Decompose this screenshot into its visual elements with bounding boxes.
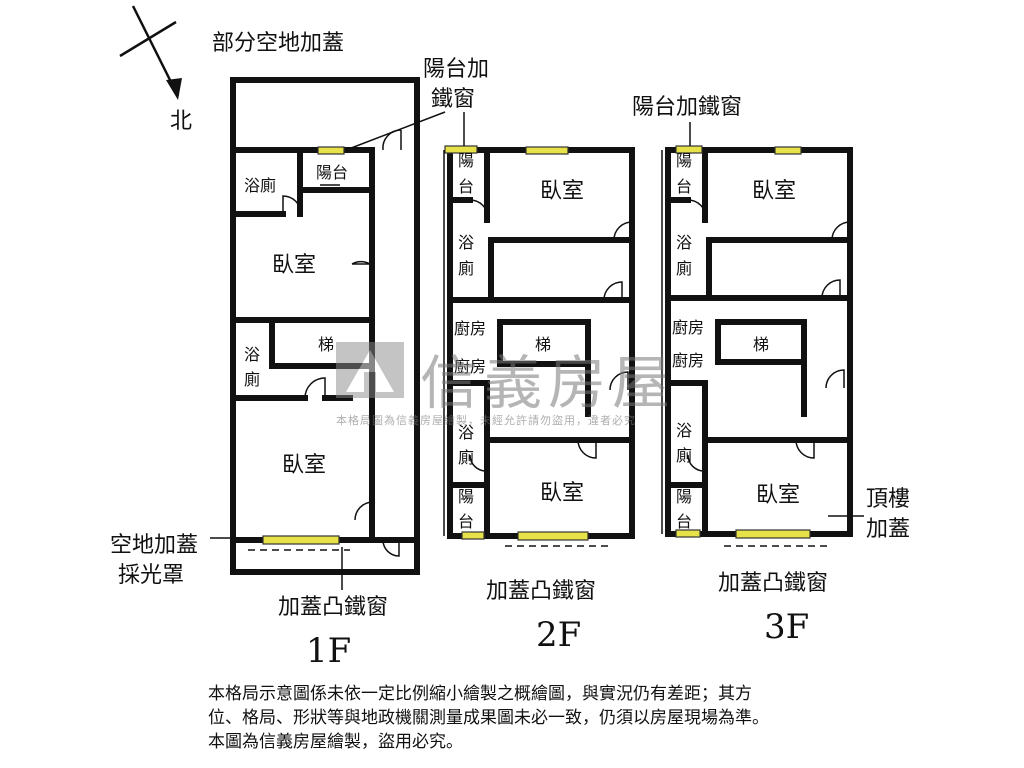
floor2-plan [443, 112, 635, 547]
watermark-notice: 本格局圖為信義房屋繪製，未經允許請勿盜用，違者必究 [336, 414, 636, 427]
floor3-room-bedroom-bottom: 臥室 [756, 483, 800, 508]
floor1-room-bedroom-bottom: 臥室 [282, 453, 326, 478]
floor3-window-balcony-bottom [675, 529, 701, 538]
floor3-room-balcony-bottom-2: 台 [676, 512, 692, 531]
floor2-room-kitchen-1: 廚房 [454, 319, 486, 338]
floor2-room-kitchen-2: 廚房 [454, 357, 486, 376]
floor1-title: 1F [306, 631, 351, 671]
floor2-room-bath-2: 廁 [458, 259, 474, 278]
floor2-window-top [525, 146, 569, 155]
floor1-room-bath-mid-2: 廁 [244, 370, 260, 389]
floor3-room-balcony-bottom-1: 陽 [676, 487, 692, 506]
floor1-window-bottom [262, 535, 340, 545]
floor1-room-stairs: 梯 [318, 335, 334, 354]
floor2-room-bedroom-bottom: 臥室 [540, 481, 584, 506]
floor3-room-bath-2: 廁 [676, 259, 692, 278]
floor1-outline [230, 77, 420, 575]
watermark-brand: 信義房屋 [420, 349, 677, 417]
floor2-room-bath-low-1: 浴 [458, 423, 474, 442]
floor3-room-bath-1: 浴 [676, 233, 692, 252]
floor3-annotation-balcony: 陽台加鐵窗 [632, 95, 742, 120]
disclaimer-line2: 位、格局、形狀等與地政機關測量成果圖未必一致，仍須以房屋現場為準。 [208, 708, 769, 728]
floor3-room-stairs: 梯 [753, 335, 769, 354]
floor3-room-bedroom-top: 臥室 [752, 179, 796, 204]
floor1-annotation-partial-addition: 部分空地加蓋 [212, 31, 344, 56]
floor2-window-balcony-top [444, 145, 478, 154]
floor2-room-balcony-top-2: 台 [458, 177, 474, 196]
floor2-room-balcony-top-1: 陽 [458, 151, 474, 170]
watermark-logo-icon [336, 342, 404, 398]
floor1-annotation-lightwell-line2: 採光罩 [118, 563, 184, 588]
floor3-window-balcony-top [675, 145, 703, 154]
floor1-annotation-balcony-line1: 陽台加 [423, 57, 489, 82]
floor3-window-bottom [735, 529, 811, 539]
floor2-outline [447, 147, 635, 539]
disclaimer: 本格局示意圖係未依一定比例縮小繪製之概繪圖，與實況仍有差距；其方 位、格局、形狀… [208, 682, 1008, 754]
floor2-room-stairs: 梯 [535, 335, 551, 354]
floor3-annotation-roof-line2: 加蓋 [866, 517, 910, 542]
floor1-room-bath-mid-1: 浴 [244, 345, 260, 364]
floor2-room-balcony-bottom-2: 台 [458, 512, 474, 531]
floor1-room-bedroom-top: 臥室 [272, 253, 316, 278]
floor1-room-bath-top: 浴廁 [244, 176, 276, 195]
floor2-room-bath-1: 浴 [458, 233, 474, 252]
floor1-room-balcony: 陽台 [316, 163, 348, 182]
floor2-room-balcony-bottom-1: 陽 [458, 487, 474, 506]
floor3-room-kitchen-2: 廚房 [672, 351, 704, 370]
north-compass-icon [119, 5, 182, 100]
floor3-room-bath-low-1: 浴 [676, 421, 692, 440]
floor1-annotation-balcony-line2: 鐵窗 [431, 87, 475, 112]
floor3-room-bath-low-2: 廁 [676, 446, 692, 465]
floor1-annotation-window: 加蓋凸鐵窗 [278, 595, 388, 620]
floor3-plan [661, 122, 864, 547]
north-label: 北 [170, 109, 192, 134]
floor3-window-top [774, 146, 802, 155]
floor1-window-balcony [317, 146, 345, 155]
floor3-room-kitchen-1: 廚房 [672, 318, 704, 337]
floor2-title: 2F [536, 615, 581, 655]
disclaimer-line3: 本圖為信義房屋繪製，盜用必究。 [208, 732, 463, 752]
floor1-annotation-lightwell-line1: 空地加蓋 [110, 533, 198, 558]
floor3-room-balcony-top-2: 台 [676, 177, 692, 196]
floor3-title: 3F [764, 607, 809, 647]
floor2-room-bedroom-top: 臥室 [540, 179, 584, 204]
floor3-annotation-roof-line1: 頂樓 [866, 487, 910, 512]
floor2-window-balcony-bottom [461, 531, 485, 540]
floor3-room-balcony-top-1: 陽 [676, 151, 692, 170]
floor1-plan [210, 77, 446, 590]
floor2-annotation-window: 加蓋凸鐵窗 [486, 579, 596, 604]
floor2-window-bottom [517, 531, 589, 541]
disclaimer-line1: 本格局示意圖係未依一定比例縮小繪製之概繪圖，與實況仍有差距；其方 [208, 684, 752, 704]
floor2-room-bath-low-2: 廁 [458, 448, 474, 467]
floor3-annotation-window: 加蓋凸鐵窗 [718, 571, 828, 596]
